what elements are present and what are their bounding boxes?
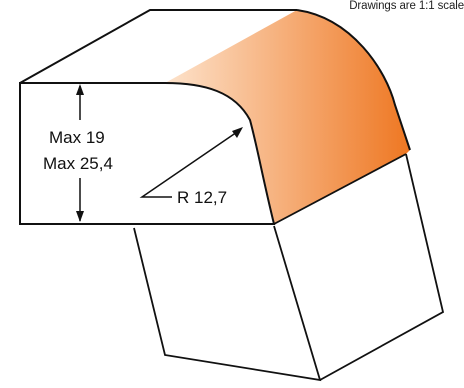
height-label-line-1: Max 19 [49,128,105,147]
height-label-line-2: Max 25,4 [43,154,113,173]
cutter-face [165,10,410,224]
radius-leader-line [139,129,241,198]
radius-label: R 12,7 [177,188,227,207]
cutter-bottom-edge [273,153,407,225]
height-arrow-top [76,84,84,95]
height-arrow-bottom [76,211,84,222]
radius-arrow-head [232,127,243,138]
back-curve-edge [296,9,411,151]
top-face-outline [19,9,297,84]
scale-note: Drawings are 1:1 scale [349,0,464,12]
front-face-outline [19,82,276,225]
height-label-background [40,120,122,178]
shank [133,153,445,382]
